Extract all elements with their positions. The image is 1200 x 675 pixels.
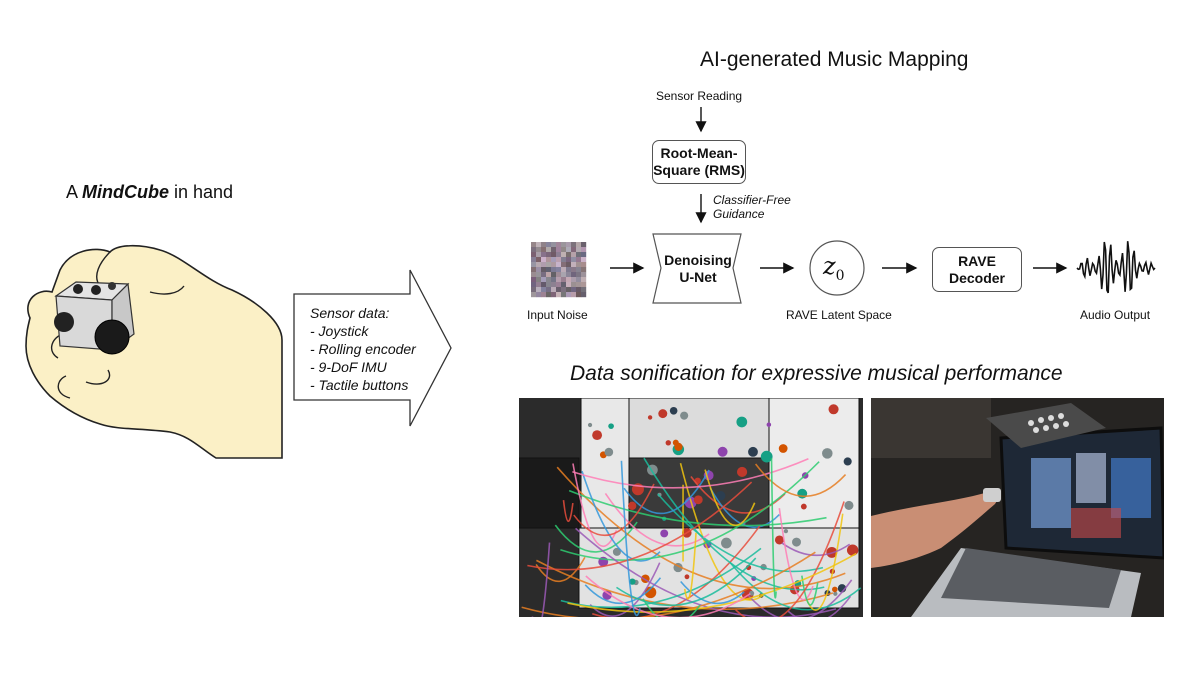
sensor-reading-label: Sensor Reading — [656, 89, 743, 103]
finger-lines — [51, 251, 185, 399]
sensor-item-encoder: - Rolling encoder — [310, 341, 416, 357]
sensor-item-imu: - 9-DoF IMU — [310, 359, 387, 375]
mindcube-title: A MindCube in hand — [66, 182, 234, 202]
sensor-item-buttons: - Tactile buttons — [310, 377, 409, 393]
sensor-data-list: Sensor data: - Joystick - Rolling encode… — [310, 304, 416, 394]
sensor-data-header: Sensor data: — [310, 305, 390, 321]
pipeline-title: AI-generated Music Mapping — [700, 48, 969, 71]
performance-photo — [871, 398, 1164, 617]
audio-output-label: Audio Output — [1080, 308, 1151, 322]
mindcube-device — [54, 281, 135, 355]
audio-waveform — [1076, 241, 1156, 294]
rms-box: Root-Mean- Square (RMS) — [652, 140, 746, 184]
sensor-item-joystick: - Joystick — [310, 323, 369, 339]
input-noise-label: Input Noise — [527, 308, 588, 322]
sonification-title: Data sonification for expressive musical… — [570, 362, 1063, 385]
unet-shape — [652, 233, 742, 304]
unet-label: Denoising U-Net — [664, 252, 732, 285]
latent-symbol: z0 — [823, 252, 845, 284]
latent-label: RAVE Latent Space — [786, 308, 892, 322]
cfg-label: Classifier-Free Guidance — [713, 193, 791, 221]
rave-decoder-box: RAVE Decoder — [932, 247, 1022, 292]
latent-circle — [809, 240, 865, 296]
modular-rack-screenshot — [519, 398, 863, 617]
